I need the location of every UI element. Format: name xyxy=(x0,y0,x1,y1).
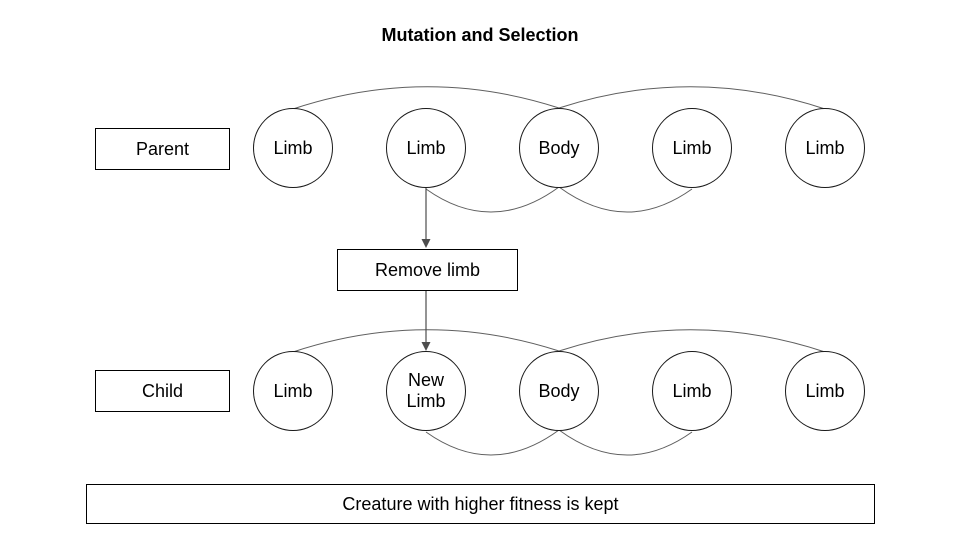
parent-node-limb-2: Limb xyxy=(386,108,466,188)
arrow-down-head-icon xyxy=(421,239,431,248)
node-label: Limb xyxy=(273,137,313,158)
remove-limb-label: Remove limb xyxy=(374,259,481,280)
child-arc-body-to-limb5 xyxy=(558,329,826,353)
child-node-limb-1: Limb xyxy=(253,351,333,431)
arrow-down-head-icon xyxy=(421,342,431,351)
fitness-note-text: Creature with higher fitness is kept xyxy=(342,493,619,514)
parent-node-body: Body xyxy=(519,108,599,188)
parent-node-limb-5: Limb xyxy=(785,108,865,188)
node-label: Limb xyxy=(805,137,845,158)
parent-node-limb-1: Limb xyxy=(253,108,333,188)
page-title: Mutation and Selection xyxy=(381,25,579,45)
parent-arc-body-to-limb4 xyxy=(558,186,693,213)
node-label: Limb xyxy=(273,380,313,401)
remove-limb-box: Remove limb xyxy=(337,249,518,291)
fitness-note-box: Creature with higher fitness is kept xyxy=(86,484,875,524)
child-arc-body-to-limb4 xyxy=(558,429,693,456)
child-node-body: Body xyxy=(519,351,599,431)
node-label: Limb xyxy=(672,137,712,158)
parent-node-limb-4: Limb xyxy=(652,108,732,188)
parent-arc-body-to-limb5 xyxy=(558,86,826,110)
node-label: Body xyxy=(538,380,580,401)
child-node-new-limb: New Limb xyxy=(386,351,466,431)
child-arc-body-to-newlimb xyxy=(425,429,560,456)
node-label: Limb xyxy=(672,380,712,401)
child-row-label-text: Child xyxy=(141,380,184,401)
node-label: Body xyxy=(538,137,580,158)
node-label: Limb xyxy=(805,380,845,401)
child-node-limb-4: Limb xyxy=(652,351,732,431)
child-row-label: Child xyxy=(95,370,230,412)
node-label: New Limb xyxy=(406,370,446,411)
parent-arc-body-to-limb1 xyxy=(292,86,560,110)
node-label: Limb xyxy=(406,137,446,158)
child-node-limb-5: Limb xyxy=(785,351,865,431)
parent-row-label-text: Parent xyxy=(135,138,190,159)
parent-arc-body-to-limb2 xyxy=(425,186,560,213)
parent-row-label: Parent xyxy=(95,128,230,170)
